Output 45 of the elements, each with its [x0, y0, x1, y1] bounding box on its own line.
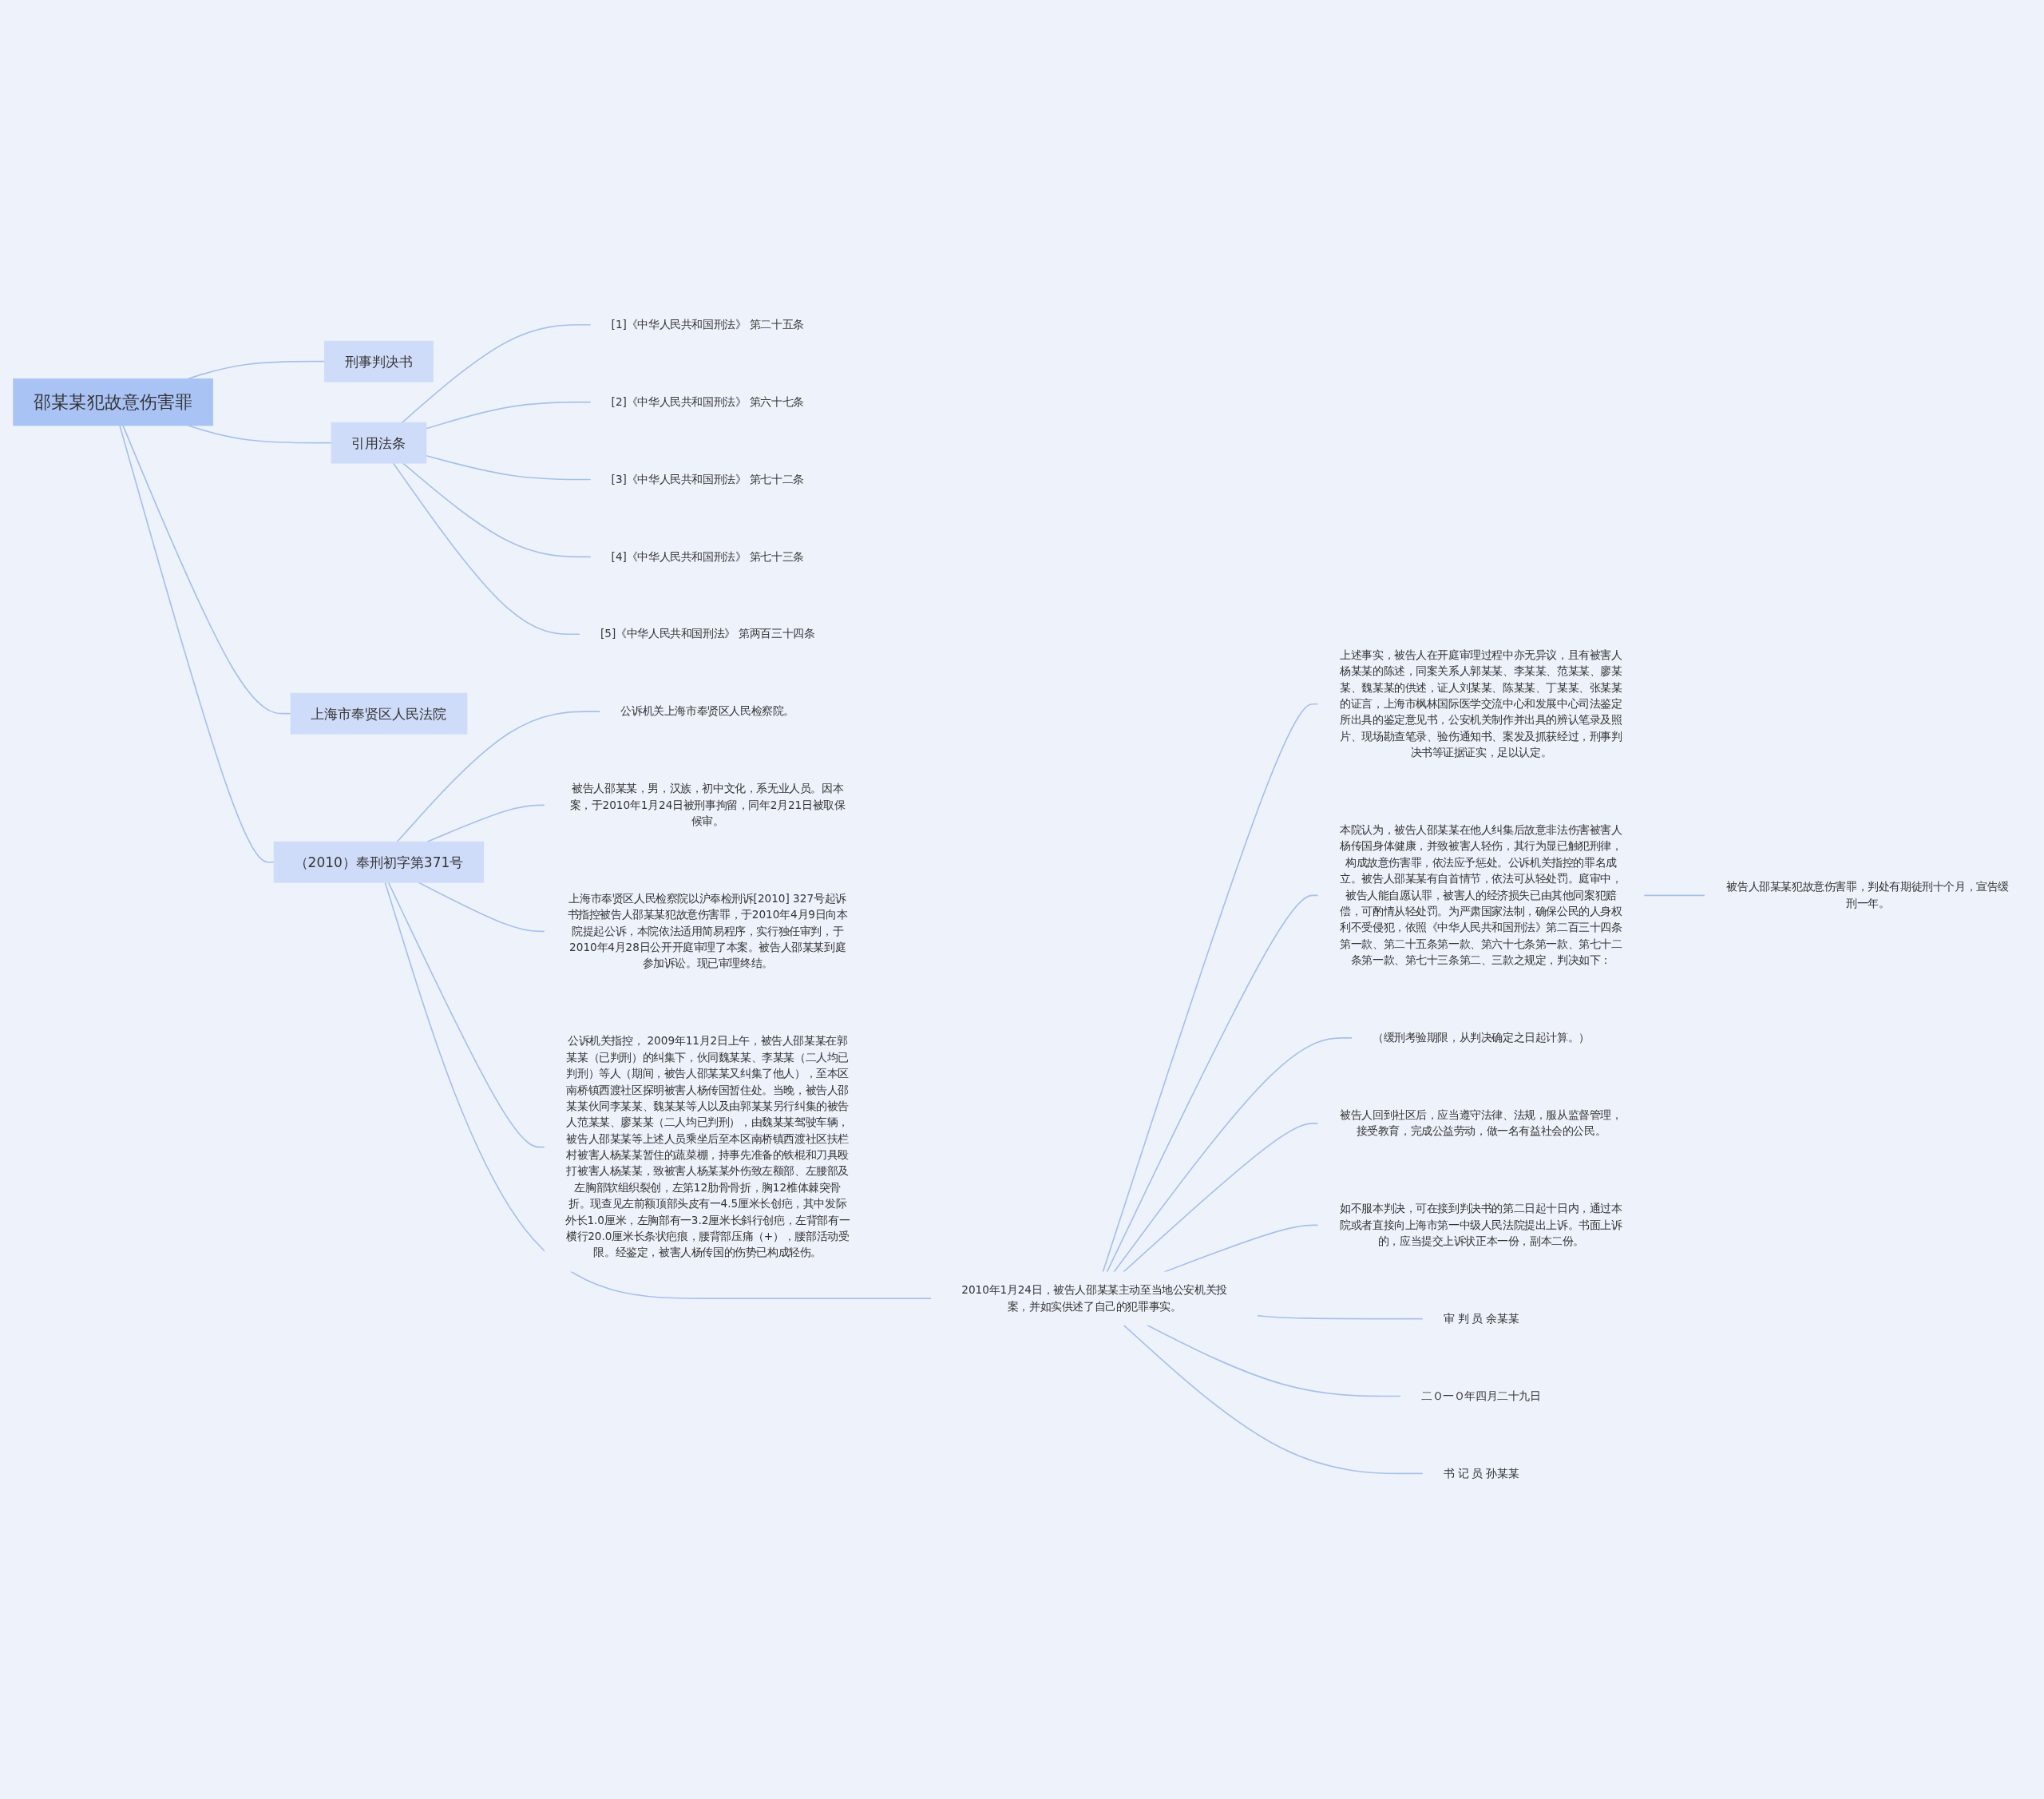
node-text: [3]《中华人民共和国刑法》 第七十二条 — [611, 473, 804, 486]
connector — [1123, 1123, 1319, 1274]
node-box: 引用法条 — [331, 422, 427, 464]
node-text: 公诉机关上海市奉贤区人民检察院。 — [620, 705, 794, 719]
connector — [1146, 1324, 1402, 1397]
connector — [1106, 894, 1319, 1274]
connector — [426, 804, 546, 843]
connector — [1642, 894, 1706, 897]
connector — [1256, 1315, 1424, 1320]
connector — [401, 324, 592, 424]
node-text: [5]《中华人民共和国刑法》 第两百三十四条 — [600, 628, 815, 641]
connector — [426, 455, 592, 481]
connector — [392, 462, 581, 636]
node-text: 被告人邵某某，男，汉族，初中文化，系无业人员。因本案，于2010年1月24日被刑事拘留，同年2月21日被取保候审。 — [569, 782, 846, 828]
node-box: 上海市奉贤区人民法院 — [290, 693, 468, 735]
node-text: 被告人回到社区后，应当遵守法律、法规，服从监督管理，接受教育，完成公益劳动，做一名有益社会的公民。 — [1340, 1108, 1622, 1139]
connector — [418, 882, 546, 933]
node-text: 本院认为，被告人邵某某在他人纠集后故意非法伤害被害人杨传国身体健康，并致被害人轻伤，其行为显已触犯刑律，构成故意伤害罪，依法应予惩处。公诉机关指控的罪名成立。被告人邵某某有自首情节，依法可从轻处罚。庭审中，被告人能自愿认罪，被害人的经济损失已由其他同案犯赔偿，可酌情从轻处罚。为严肃国家法制，确保公民的人身权利不受侵犯，依照《中华人民共和国刑法》第二百三十四条第一款、第二十五条第一款、第六十七条第一款、第七十二条第一款、第七十三条第二、三款之规定，判决如下： — [1340, 823, 1622, 968]
node-text: 上述事实，被告人在开庭审理过程中亦无异议，且有被害人杨某某的陈述，同案关系人郭某某、李某某、范某某、廖某某、魏某某的供述，证人刘某某、陈某某、丁某某、张某某的证言，上海市枫林国际医学交流中心和发展中心司法鉴定所出具的鉴定意见书，公安机关制作并出具的辨认笔录及照片、现场勘查笔录、验伤通知书、案发及抓获经过，刑事判决书等证据证实，足以认定。 — [1340, 648, 1622, 760]
connector — [387, 882, 546, 1148]
node-box: （2010）奉刑初字第371号 — [273, 842, 485, 884]
node-text: 二Ｏ一Ｏ年四月二十九日 — [1421, 1389, 1541, 1403]
connector — [1102, 703, 1319, 1274]
node-box: 刑事判决书 — [324, 341, 434, 382]
node-text: 审 判 员 余某某 — [1443, 1312, 1519, 1325]
connector — [1123, 1324, 1424, 1475]
connector — [426, 402, 592, 430]
node-text: 书 记 员 孙某某 — [1443, 1467, 1519, 1480]
connector — [122, 425, 291, 715]
node-text: [4]《中华人民共和国刑法》 第七十三条 — [611, 550, 804, 564]
node-text: 如不服本判决，可在接到判决书的第二日起十日内，通过本院或者直接向上海市第一中级人民法院提出上诉。书面上诉的，应当提交上诉状正本一份，副本二份。 — [1340, 1202, 1622, 1248]
node-text: [2]《中华人民共和国刑法》 第六十七条 — [611, 395, 804, 409]
connector — [1163, 1224, 1319, 1274]
node-text: 公诉机关指控， 2009年11月2日上午，被告人邵某某在郭某某（已判刑）的纠集下，伙同魏某某、李某某（二人均已判刑）等人（期间，被告人邵某某又纠集了他人），至本区南桥镇西渡社区探明被害人杨传国暂住处。当晚，被告人邵某某伙同李某某、魏某某等人以及由郭某某另行纠集的被告人范某某、廖某某（二人均已判刑），由魏某某驾驶车辆，被告人邵某某等上述人员乘坐后至本区南桥镇西渡社区扶栏村被害人杨某某暂住的蔬菜棚，持事先准备的铁棍和刀具殴打被害人杨某某，致被害人杨某某外伤致左额部、左腰部及左胸部软组织裂创，左第12肋骨骨折，胸12椎体棘突骨折。现查见左前额顶部头皮有一4.5厘米长创疤，其中发际外长1.0厘米，左胸部有一3.2厘米长斜行创疤，左背部有一横行20.0厘米长条状疤痕，腰背部压痛（+），腰部活动受限。经鉴定，被害人杨传国的伤势已构成轻伤。 — [565, 1035, 850, 1260]
connector — [396, 711, 601, 843]
node-text: （缓刑考验期限，从判决确定之日起计算。） — [1372, 1031, 1590, 1044]
node-text: 上海市奉贤区人民检察院以沪奉检刑诉[2010] 327号起诉书指控被告人邵某某犯故意伤害罪，于2010年4月9日向本院提起公诉，本院依法适用简易程序，实行独任审判，于2010年4月28日公开开庭审理了本案。被告人邵某某到庭参加诉讼。现已审理终结。 — [567, 892, 848, 971]
connector — [119, 425, 275, 864]
connector — [402, 462, 592, 558]
node-text: 被告人邵某某犯故意伤害罪，判处有期徒刑十个月，宣告缓刑一年。 — [1726, 881, 2009, 910]
node-text: [1]《中华人民共和国刑法》 第二十五条 — [611, 318, 804, 331]
connector — [1113, 1037, 1353, 1274]
node-text: 2010年1月24日，被告人邵某某主动至当地公安机关投案，并如实供述了自己的犯罪事实。 — [961, 1283, 1227, 1314]
node-box: 邵某某犯故意伤害罪 — [13, 378, 214, 426]
connector — [187, 361, 326, 380]
